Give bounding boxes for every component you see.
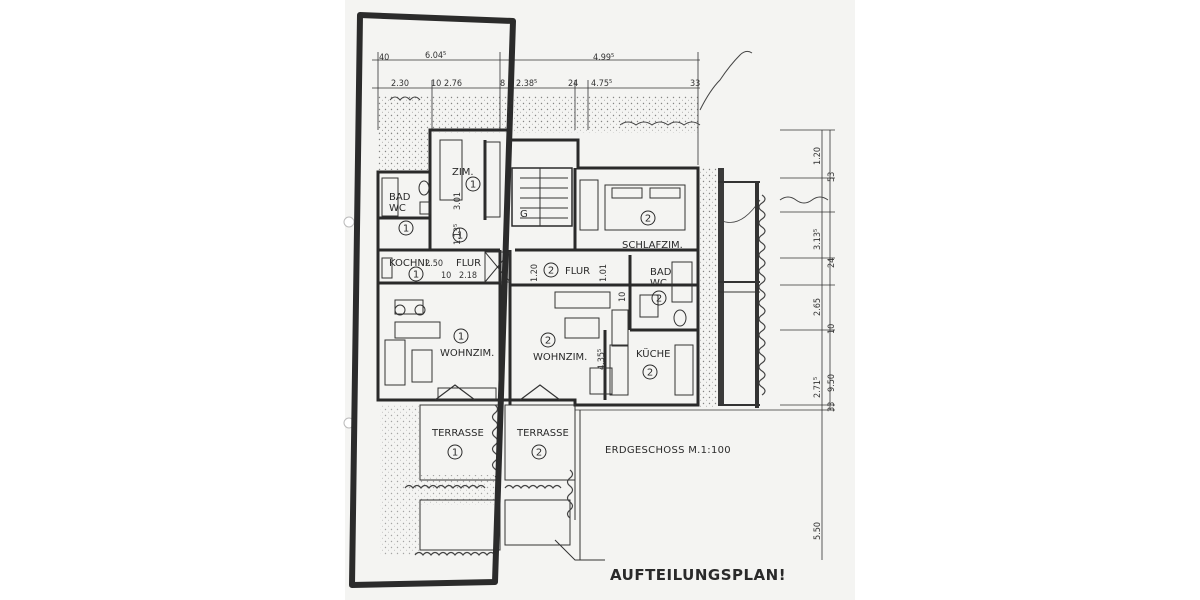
unit-number-circle [398, 220, 414, 236]
wall-hatch-east [718, 168, 724, 405]
label-flur-1: FLUR [456, 258, 481, 269]
unit-number: 1 [458, 332, 464, 343]
unit-number: 1 [470, 180, 476, 191]
dim-right-6: 10 [827, 324, 837, 334]
dim-right-2: 53 [827, 172, 837, 182]
unit-number-circle [408, 266, 424, 282]
dim-right-3: 3.13⁵ [813, 229, 823, 250]
plan-title: AUFTEILUNGSPLAN! [610, 566, 786, 584]
unit-number-circle [465, 176, 481, 192]
unit-number: 2 [656, 294, 662, 305]
unit-number-circle [651, 290, 667, 306]
dim-flur2-120: 1.20 [530, 264, 540, 282]
dim-flur2-101: 1.01 [599, 264, 609, 282]
label-gemeinschaft: G [520, 209, 528, 220]
dim-seg-3: 2.38⁵ [516, 79, 537, 89]
dim-seg-2: 2.76 [444, 79, 462, 89]
unit-markers: 1 1 1 1 1 1 2 2 2 2 2 2 [398, 176, 667, 460]
unit-number: 1 [403, 224, 409, 235]
dim-top-total-left: 6.04⁵ [425, 51, 446, 61]
dim-seg-4: 4.75⁵ [591, 79, 612, 89]
dim-seg-2-small: 8 [500, 79, 505, 89]
label-schlafzim: SCHLAFZIM. [622, 240, 683, 251]
dim-seg-4-small: 33 [690, 79, 700, 89]
unit-number: 1 [452, 448, 458, 459]
right-dimension-chain [575, 129, 835, 560]
interior-details [381, 139, 694, 561]
unit-number-circle [447, 444, 463, 460]
dim-right-7: 2.71⁵ [813, 377, 823, 398]
unit-number-circle [452, 227, 468, 243]
label-wohnzim-1: WOHNZIM. [440, 348, 494, 359]
unit-number-circle [531, 444, 547, 460]
unit-number: 2 [548, 266, 554, 277]
wall-garage-east [755, 182, 759, 408]
dim-kochni-250: 2.50 [425, 259, 443, 269]
top-dimension-chain [372, 52, 700, 165]
unit-number-circle [640, 210, 656, 226]
label-zim: ZIM. [452, 167, 474, 178]
unit-number-circle [642, 364, 658, 380]
label-kueche: KÜCHE [636, 347, 670, 360]
label-kochni: KOCHNI. [389, 258, 431, 269]
unit-number: 1 [457, 231, 463, 242]
scale-label: ERDGESCHOSS M.1:100 [605, 445, 731, 456]
interior-dimensions: 3.01 1.13⁵ 2.50 10 2.18 1.20 1.01 10 4.3… [425, 192, 628, 370]
dim-flur-218: 2.18 [459, 271, 477, 281]
label-terrasse-1: TERRASSE [431, 428, 484, 439]
hedge-right [389, 50, 829, 396]
unit-highlight-frame [349, 12, 516, 588]
dim-bad2-10: 10 [618, 292, 628, 302]
dim-top-left-edge: 40 [379, 53, 389, 63]
dim-seg-1-small: 10 [431, 79, 441, 89]
dim-right-4: 24 [827, 258, 837, 268]
dim-right-5: 2.65 [813, 298, 823, 316]
dim-seg-1: 2.30 [391, 79, 409, 89]
binder-hole-top [343, 216, 355, 228]
unit-number: 2 [647, 368, 653, 379]
dim-right-total: 9.50 [827, 374, 837, 392]
dim-right-bottom: 5.50 [813, 522, 823, 540]
unit-number-circle [453, 328, 469, 344]
unit-number: 2 [536, 448, 542, 459]
label-flur-2: FLUR [565, 266, 590, 277]
dim-right-1: 1.20 [813, 147, 823, 165]
dim-right-8: 33 [827, 402, 837, 412]
dim-seg-3-small: 24 [568, 79, 578, 89]
unit-number: 1 [413, 270, 419, 281]
unit-number: 2 [645, 214, 651, 225]
dim-flur-113: 1.13⁵ [453, 224, 463, 245]
dim-wohn2-435: 4.35⁵ [597, 349, 607, 370]
unit-number: 2 [545, 336, 551, 347]
label-wohnzim-2: WOHNZIM. [533, 352, 587, 363]
dim-zim-301: 3.01 [453, 192, 463, 210]
building-walls [376, 128, 700, 407]
dim-kochni-10: 10 [441, 271, 451, 281]
dim-top-total-right: 4.99⁵ [593, 53, 614, 63]
label-terrasse-2: TERRASSE [516, 428, 569, 439]
unit-number-circle [540, 332, 556, 348]
unit-number-circle [543, 262, 559, 278]
